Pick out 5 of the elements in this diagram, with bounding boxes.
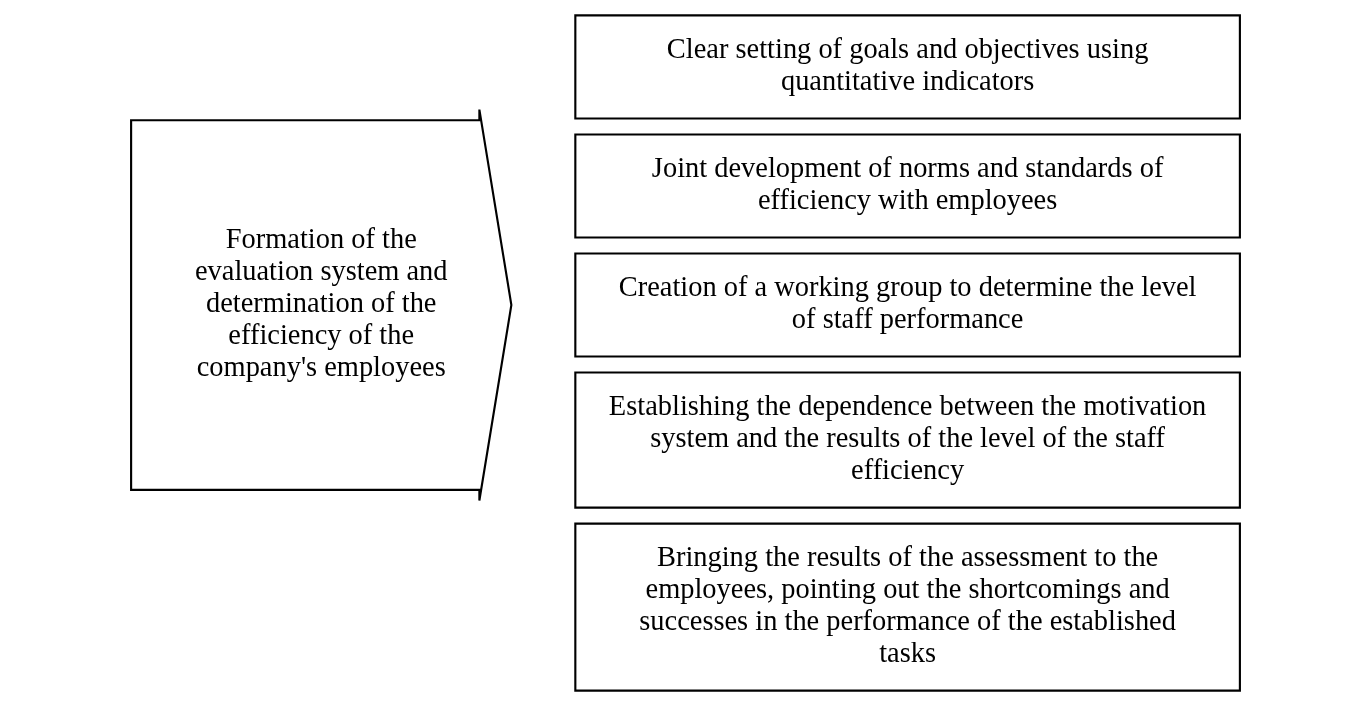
- node-box: Joint development of norms and standards of efficiency with employees: [574, 133, 1241, 239]
- node-box: Bringing the results of the assessment to the employees, pointing out the shortcomings and successes in the performance of the established tasks: [574, 522, 1241, 692]
- node-box: Establishing the dependence between the motivation system and the results of the level of the staff efficiency: [574, 371, 1241, 509]
- node-box: Clear setting of goals and objectives using quantitative indicators: [574, 14, 1241, 120]
- node-box: Creation of a working group to determine the level of staff performance: [574, 252, 1241, 358]
